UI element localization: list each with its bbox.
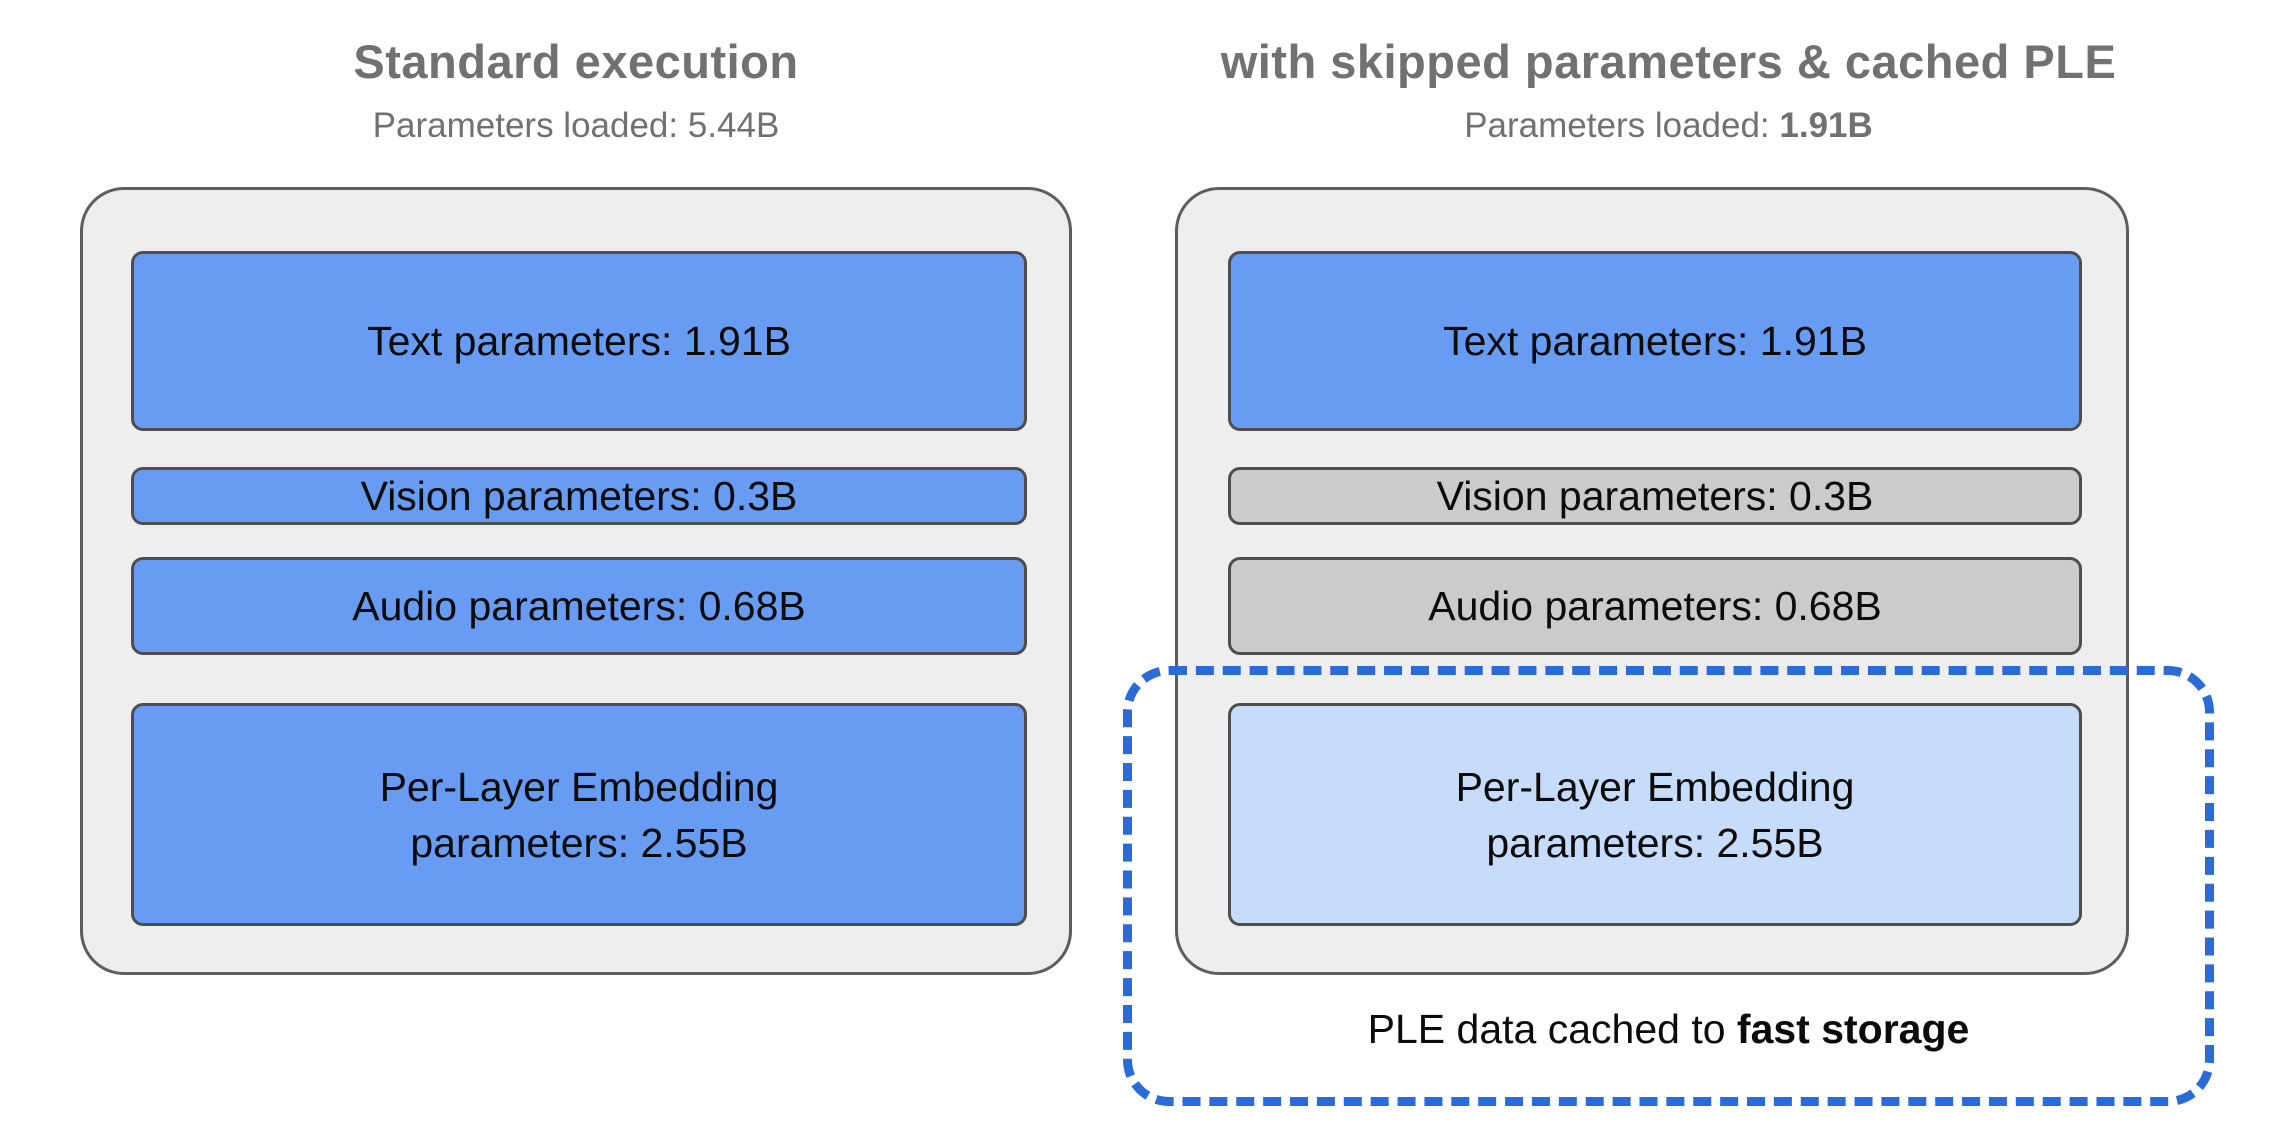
right-param-box-ple-cached: Per-Layer Embedding parameters: 2.55B bbox=[1228, 703, 2082, 926]
right-param-box-vision-skipped: Vision parameters: 0.3B bbox=[1228, 467, 2082, 525]
left-param-box-text: Text parameters: 1.91B bbox=[131, 251, 1027, 431]
left-memory-panel: Text parameters: 1.91B Vision parameters… bbox=[80, 187, 1072, 975]
left-param-box-audio: Audio parameters: 0.68B bbox=[131, 557, 1027, 655]
ple-cache-dashed-outline bbox=[1123, 666, 2214, 1106]
left-subtitle-value: 5.44B bbox=[687, 106, 780, 145]
right-panel-subtitle: Parameters loaded: 1.91B bbox=[1123, 106, 2214, 146]
left-param-box-vision: Vision parameters: 0.3B bbox=[131, 467, 1027, 525]
left-subtitle-prefix: Parameters loaded: bbox=[372, 106, 688, 145]
right-subtitle-value: 1.91B bbox=[1779, 106, 1873, 145]
right-panel-title: with skipped parameters & cached PLE bbox=[1220, 35, 2117, 88]
right-subtitle-prefix: Parameters loaded: bbox=[1464, 106, 1780, 145]
right-param-box-audio-skipped: Audio parameters: 0.68B bbox=[1228, 557, 2082, 655]
ple-cache-caption: PLE data cached to fast storage bbox=[1123, 1006, 2214, 1053]
cache-caption-bold: fast storage bbox=[1736, 1006, 1970, 1052]
right-param-box-text: Text parameters: 1.91B bbox=[1228, 251, 2082, 431]
left-panel-subtitle: Parameters loaded: 5.44B bbox=[80, 106, 1072, 146]
cache-caption-prefix: PLE data cached to bbox=[1367, 1006, 1737, 1052]
left-panel-title: Standard execution bbox=[353, 35, 799, 88]
left-param-box-ple: Per-Layer Embedding parameters: 2.55B bbox=[131, 703, 1027, 926]
right-memory-panel: Text parameters: 1.91B Vision parameters… bbox=[1175, 187, 2129, 975]
